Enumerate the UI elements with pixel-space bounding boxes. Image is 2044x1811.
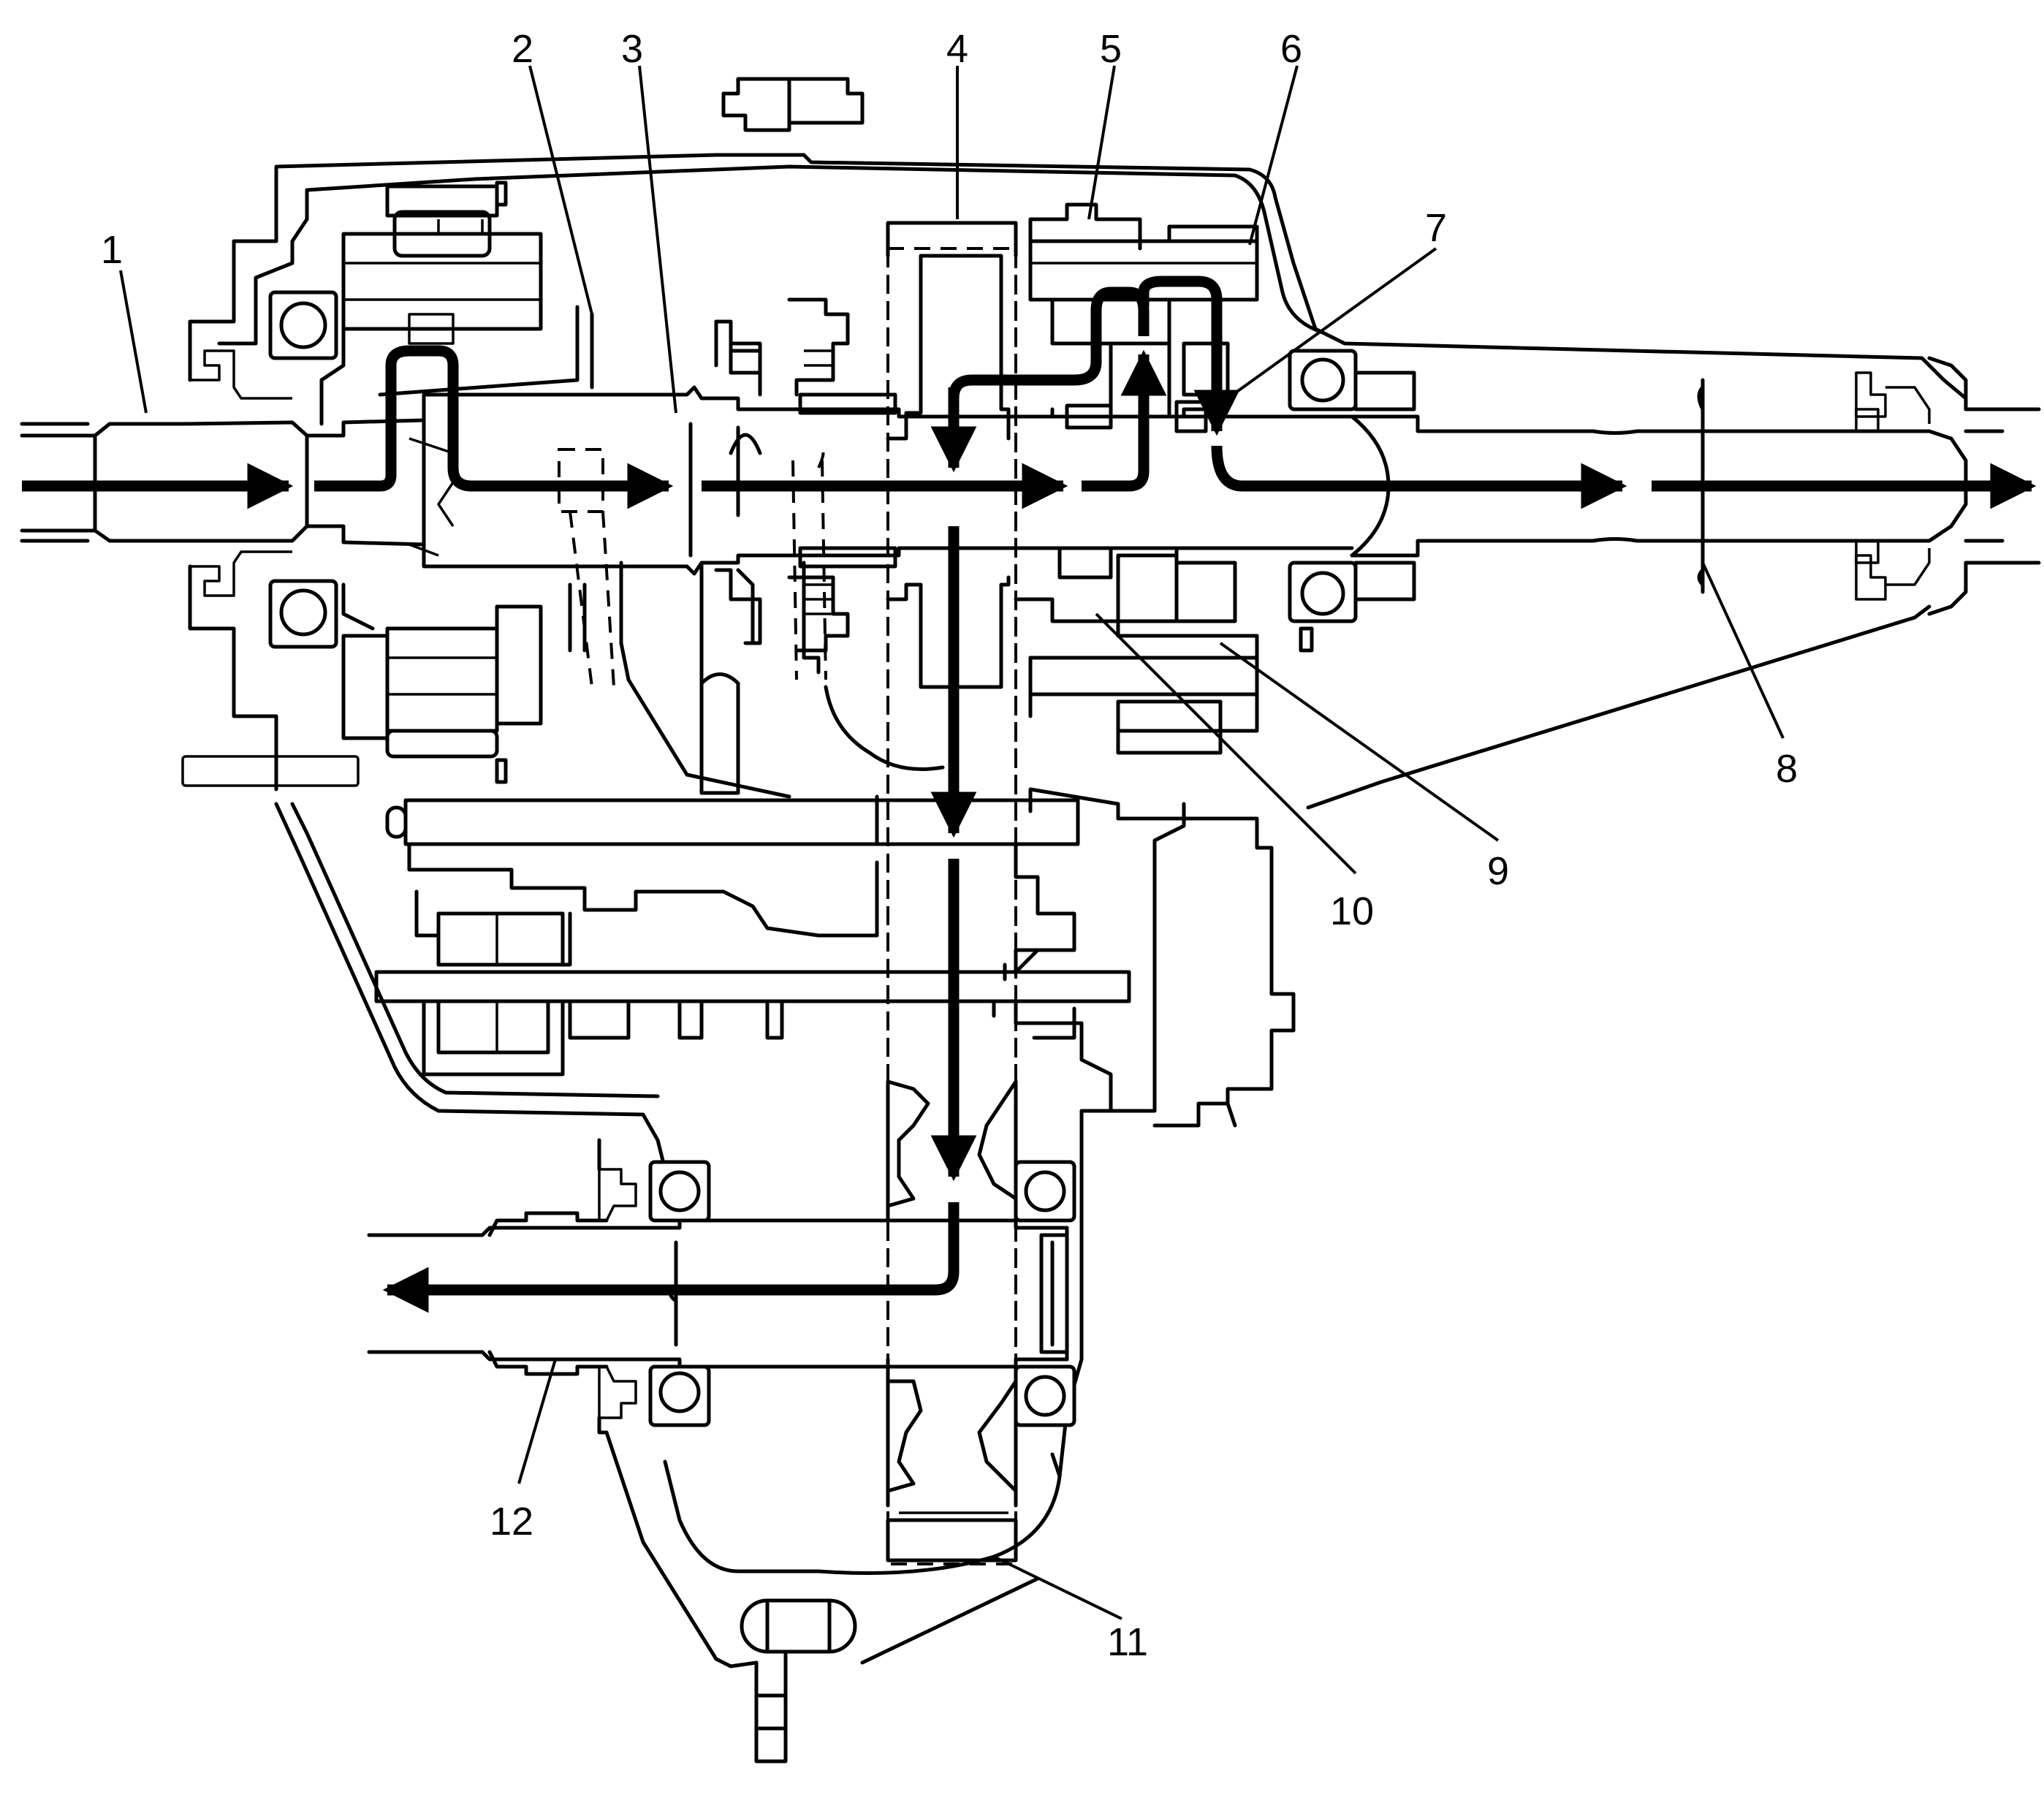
shift-mechanism (619, 297, 945, 799)
callout-2: 2 (512, 27, 533, 71)
housing-outline (188, 77, 1968, 1668)
callout-6: 6 (1280, 27, 1302, 71)
flow-arrow-front-out (382, 1202, 960, 1313)
lower-chain-housing (374, 794, 1131, 1113)
callout-7: 7 (1425, 206, 1447, 250)
front-bearing-lower-left (648, 1364, 711, 1427)
flow-arrow-up-clutch (1082, 349, 1167, 492)
callout-10: 10 (1330, 889, 1374, 933)
callout-12: 12 (490, 1500, 533, 1544)
input-bearing-lower (268, 579, 338, 649)
front-bearing-upper-left (648, 1160, 711, 1223)
flow-arrow-range-loop (948, 286, 1150, 468)
range-gears (1014, 202, 1259, 755)
mounting-boss (740, 1598, 857, 1763)
planetary-gear-set (319, 181, 594, 784)
callout-11: 11 (1107, 1620, 1148, 1664)
leader-lines (119, 65, 1785, 1620)
chain-dashed (886, 248, 1017, 1564)
callout-1: 1 (101, 228, 123, 272)
front-bearing-lower-right (1014, 1364, 1076, 1427)
callout-4: 4 (946, 27, 968, 71)
front-output-seal (597, 1138, 637, 1435)
front-bearing-upper-right (1014, 1160, 1076, 1223)
input-shaft (20, 420, 309, 543)
callout-5: 5 (1100, 27, 1122, 71)
callout-8: 8 (1776, 747, 1798, 791)
power-flow-arrows (22, 276, 2037, 1313)
flow-arrow-range-top (1138, 276, 1223, 431)
clutch-dashed-region (558, 445, 827, 688)
rear-bearing-lower (1288, 561, 1416, 653)
flow-arrow-rear-1 (1211, 445, 1272, 492)
rear-bearing-upper (1288, 349, 1416, 411)
callout-labels: 1 2 3 4 5 6 7 8 9 10 11 12 (101, 27, 1798, 1664)
input-bearing-upper (268, 290, 338, 360)
callout-3: 3 (621, 27, 643, 71)
flow-arrow-planetary-in (314, 345, 472, 492)
callout-9: 9 (1487, 849, 1509, 893)
rear-output-seal (1855, 371, 1931, 601)
drive-sprocket (886, 221, 1018, 1565)
input-seal-details (181, 349, 360, 787)
